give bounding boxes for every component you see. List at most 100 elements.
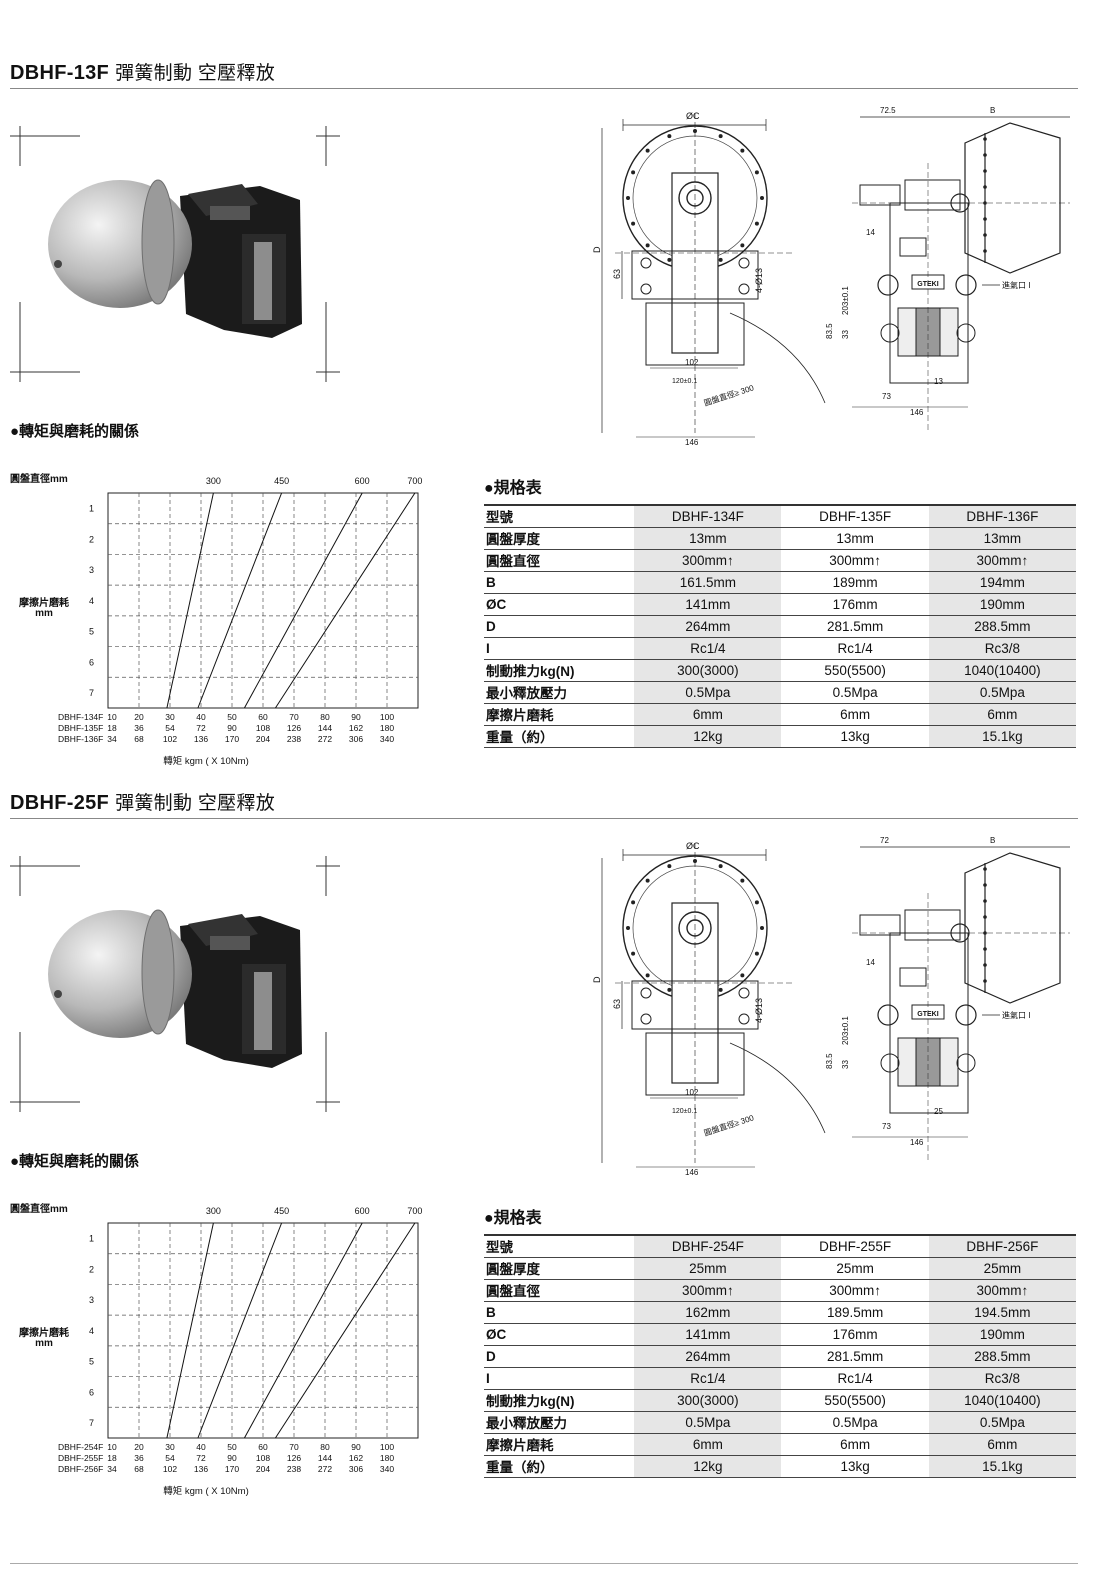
table-cell: 13kg: [781, 1455, 929, 1478]
table-cell: 15.1kg: [928, 725, 1076, 748]
crop-mark: [316, 856, 340, 896]
x-tick-label: 70: [289, 1442, 299, 1452]
x-tick-label: 238: [287, 1464, 301, 1474]
row-label: ØC: [484, 593, 635, 616]
dimension-label: 120±0.1: [672, 1108, 697, 1115]
crop-mark: [10, 1032, 80, 1112]
table-cell: Rc3/8: [928, 637, 1076, 660]
x-tick-label: 340: [380, 734, 394, 744]
x-row-model: DBHF-255F: [58, 1453, 103, 1463]
x-tick-label: 72: [196, 723, 206, 733]
table-cell: 550(5500): [781, 659, 929, 682]
row-label: 摩擦片磨耗: [484, 703, 635, 726]
y-tick-label: 4: [89, 1326, 94, 1336]
y-tick-label: 7: [89, 1418, 94, 1428]
table-cell: 6mm: [634, 703, 782, 726]
y-tick-label: 1: [89, 504, 94, 514]
table-cell: 281.5mm: [781, 615, 929, 638]
dimension-label: 146: [685, 438, 699, 447]
row-label: 圓盤直徑: [484, 1279, 635, 1302]
x-tick-label: 36: [134, 1453, 144, 1463]
dimension-b-label: B: [990, 836, 995, 845]
x-tick-label: 60: [258, 1442, 268, 1452]
series-line: [243, 1222, 363, 1439]
table-cell: 190mm: [928, 593, 1076, 616]
x-row-model: DBHF-256F: [58, 1464, 103, 1474]
dimension-label: 13: [934, 377, 943, 386]
table-cell: 13kg: [781, 725, 929, 748]
table-cell: 0.5Mpa: [928, 1411, 1076, 1434]
top-tick-label: 700: [407, 476, 422, 486]
x-tick-label: 100: [380, 712, 394, 722]
x-tick-label: 90: [227, 723, 237, 733]
table-cell: 13mm: [634, 527, 782, 550]
table-cell: 6mm: [634, 1433, 782, 1456]
x-tick-label: 108: [256, 1453, 270, 1463]
dimension-c-label: ØC: [686, 841, 700, 851]
dimension-label: 63: [612, 999, 622, 1009]
disc-diameter-note: 圓盤直徑≥ 300: [703, 382, 756, 408]
table-cell: DBHF-135F: [781, 504, 929, 528]
table-cell: 141mm: [634, 1323, 782, 1346]
x-tick-label: 80: [320, 712, 330, 722]
row-label: 型號: [484, 504, 635, 528]
dimension-d-label: D: [592, 246, 602, 253]
y-axis-label: mm: [35, 1338, 53, 1349]
dimension-label: 14: [866, 958, 875, 967]
air-inlet-label: 進氣口 I: [1002, 1010, 1030, 1020]
row-label: 重量（約）: [484, 1455, 635, 1478]
table-cell: 12kg: [634, 1455, 782, 1478]
brake-unit-image: [48, 909, 302, 1068]
x-tick-label: 50: [227, 712, 237, 722]
top-tick-label: 300: [206, 476, 221, 486]
x-axis-label: 轉矩 kgm ( X 10Nm): [163, 755, 249, 767]
x-tick-label: 272: [318, 1464, 332, 1474]
row-label: 摩擦片磨耗: [484, 1433, 635, 1456]
table-cell: DBHF-256F: [928, 1234, 1076, 1258]
x-tick-label: 126: [287, 723, 301, 733]
dimension-label: 83.5: [825, 1053, 834, 1069]
x-tick-label: 60: [258, 712, 268, 722]
x-tick-label: 20: [134, 1442, 144, 1452]
table-cell: DBHF-255F: [781, 1234, 929, 1258]
table-cell: Rc1/4: [781, 1367, 929, 1390]
x-tick-label: 340: [380, 1464, 394, 1474]
x-row-model: DBHF-136F: [58, 734, 103, 744]
x-row-model: DBHF-135F: [58, 723, 103, 733]
table-cell: 300mm↑: [634, 549, 782, 572]
table-cell: 25mm: [928, 1257, 1076, 1280]
table-cell: 15.1kg: [928, 1455, 1076, 1478]
top-tick-label: 600: [355, 476, 370, 486]
table-cell: 141mm: [634, 593, 782, 616]
table-cell: 300mm↑: [928, 1279, 1076, 1302]
table-cell: Rc1/4: [634, 637, 782, 660]
dimension-label: 25: [934, 1107, 943, 1116]
x-tick-label: 306: [349, 1464, 363, 1474]
table-cell: 6mm: [928, 703, 1076, 726]
dimension-label: 102: [685, 1088, 699, 1097]
x-tick-label: 204: [256, 734, 270, 744]
section-divider: [10, 88, 1078, 89]
x-tick-label: 34: [107, 1464, 117, 1474]
row-label: D: [484, 615, 635, 638]
y-tick-label: 2: [89, 534, 94, 544]
spec-heading: ●規格表: [484, 1210, 542, 1227]
x-tick-label: 170: [225, 734, 239, 744]
top-axis-label: 圓盤直徑mm: [10, 1202, 68, 1215]
x-tick-label: 40: [196, 1442, 206, 1452]
x-tick-label: 34: [107, 734, 117, 744]
crop-mark: [10, 856, 80, 896]
